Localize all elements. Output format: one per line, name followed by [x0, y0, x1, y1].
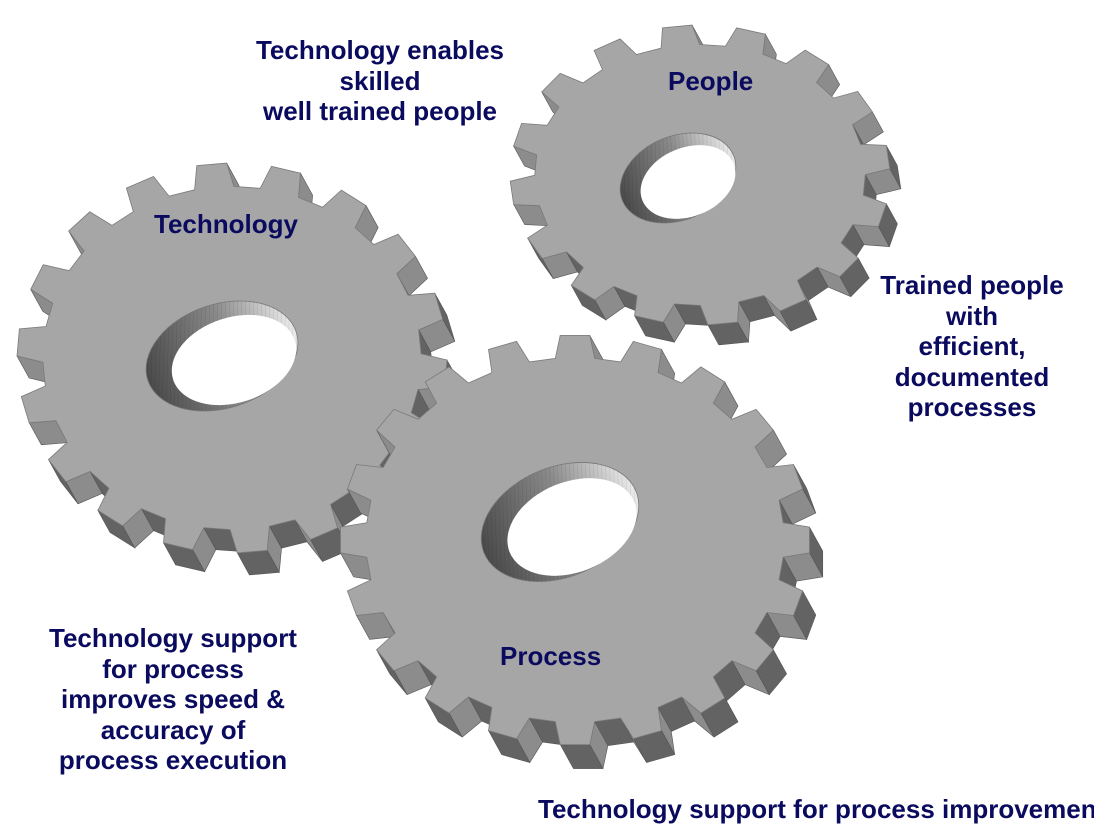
process-gear	[339, 335, 824, 770]
annotation-line: for process	[102, 653, 244, 684]
annotation-line: process execution	[58, 745, 288, 775]
annotation-line: Technology support	[49, 623, 297, 653]
annotation-technology-process: Technology support for process improves …	[0, 623, 346, 776]
annotation-line: improves speed &	[61, 684, 285, 714]
gear-hole-opening	[507, 478, 637, 576]
annotation-line: processes	[907, 392, 1037, 422]
technology-gear	[16, 162, 460, 576]
process-gear-label: Process	[500, 641, 602, 671]
annotation-line: with	[946, 300, 998, 331]
technology-gear-label: Technology	[154, 209, 298, 239]
annotation-line: documented	[894, 361, 1050, 392]
annotation-line: Technology enables	[255, 35, 504, 65]
annotation-line: efficient,	[918, 331, 1026, 361]
people-gear-label: People	[668, 66, 754, 96]
gear-hole-opening	[640, 145, 736, 219]
gear-hole-opening	[171, 314, 297, 406]
annotation-line: skilled	[339, 65, 421, 96]
annotation-bottom-cut: Technology support for process improveme…	[538, 794, 1094, 824]
annotation-line: well trained people	[262, 96, 498, 126]
people-gear	[509, 24, 902, 346]
annotation-technology-people: Technology enables skilled well trained …	[205, 35, 555, 127]
annotation-people-process: Trained people with efficient, documente…	[850, 270, 1094, 423]
annotation-line: accuracy of	[100, 714, 246, 745]
annotation-line: Trained people	[880, 270, 1064, 300]
